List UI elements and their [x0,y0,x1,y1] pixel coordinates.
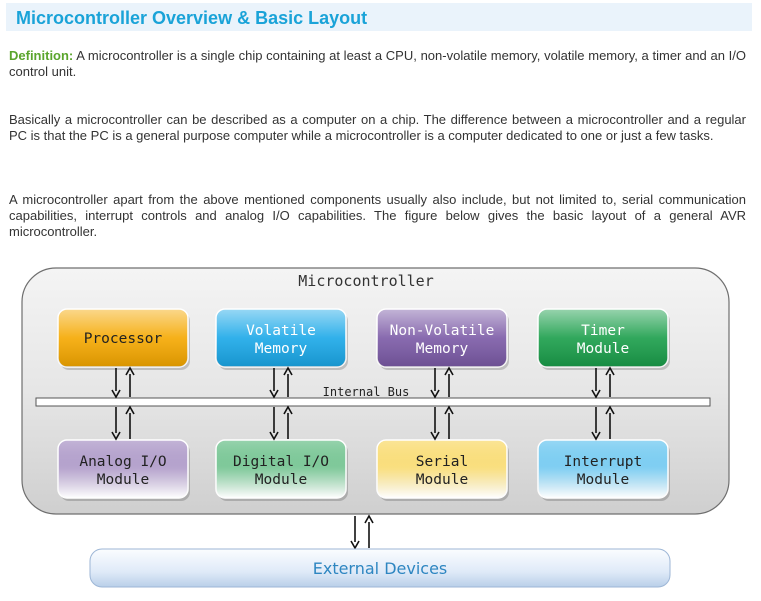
digital-io-module-box: Digital I/O Module [215,439,348,501]
definition-text: A microcontroller is a single chip conta… [9,48,746,79]
paragraph-components: A microcontroller apart from the above m… [9,192,746,239]
definition-label: Definition: [9,48,74,63]
internal-bus [35,397,711,407]
internal-bus-label: Internal Bus [323,385,410,399]
serial-module-label-line1: Serial [416,454,468,470]
digital-io-module-label-line1: Digital I/O [233,454,329,470]
volatile-memory-label-line2: Memory [255,341,308,357]
analog-io-module-box: Analog I/O Module [57,439,190,501]
analog-io-module-label-line2: Module [97,472,149,488]
processor-box: Processor [57,308,190,370]
microcontroller-label: Microcontroller [298,272,433,290]
analog-io-module-bus-arrows [111,405,135,441]
definition-paragraph: Definition: A microcontroller is a singl… [9,48,746,80]
volatile-memory-bus-arrows [269,366,293,399]
processor-bus-arrows [111,366,135,399]
external-devices-label: External Devices [313,559,448,578]
timer-module-label-line2: Module [577,341,629,357]
page-title: Microcontroller Overview & Basic Layout [16,8,368,28]
external-devices-arrows [350,514,374,550]
interrupt-module-label-line1: Interrupt [564,454,643,470]
serial-module-label-line2: Module [416,472,468,488]
external-devices-box [89,548,671,588]
serial-module-bus-arrows [430,405,454,441]
interrupt-module-label-line2: Module [577,472,629,488]
analog-io-module-label-line1: Analog I/O [79,454,166,470]
title-bar: Microcontroller Overview & Basic Layout [6,3,752,31]
non-volatile-memory-label-line2: Memory [416,341,469,357]
interrupt-module-bus-arrows [591,405,615,441]
processor-label-line1: Processor [84,331,163,347]
paragraph-computer-on-chip: Basically a microcontroller can be descr… [9,112,746,143]
timer-module-bus-arrows [591,366,615,399]
non-volatile-memory-bus-arrows [430,366,454,399]
digital-io-module-label-line2: Module [255,472,307,488]
digital-io-module-bus-arrows [269,405,293,441]
non-volatile-memory-label-line1: Non-Volatile [390,323,495,339]
volatile-memory-label-line1: Volatile [246,323,316,339]
timer-module-label-line1: Timer [581,323,625,339]
